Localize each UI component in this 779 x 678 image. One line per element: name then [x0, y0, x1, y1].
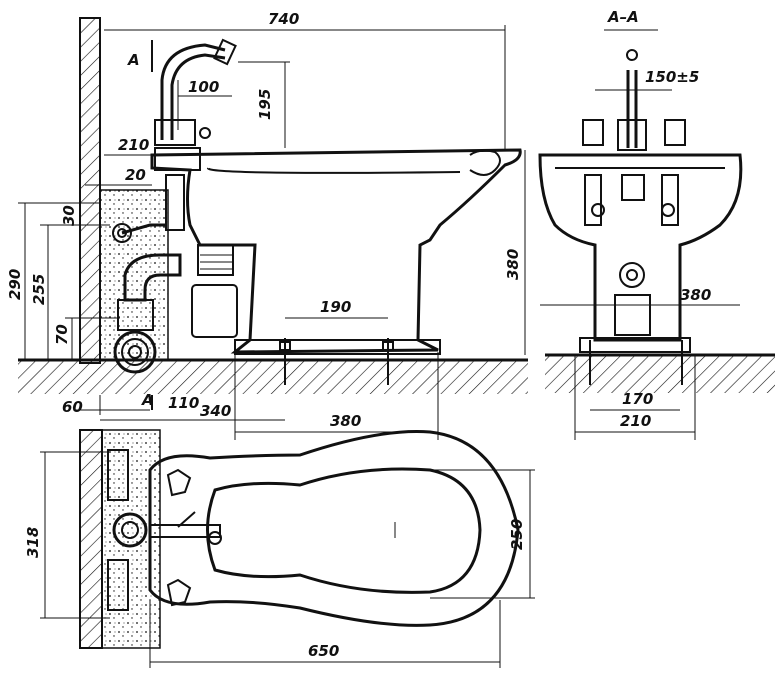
supply-elbow — [123, 253, 182, 302]
dim-30: 30 — [60, 205, 78, 226]
dim-bottom-340: 340 — [200, 402, 231, 420]
dim-base-170: 170 — [622, 390, 653, 408]
plan-view — [79, 429, 520, 649]
dim-height-380: 380 — [504, 249, 522, 280]
dim-spout-height: 195 — [256, 89, 274, 120]
plan-wall-hatch — [79, 429, 103, 649]
section-bowl — [538, 153, 743, 342]
dim-70: 70 — [53, 324, 71, 345]
dim-290: 290 — [6, 269, 24, 300]
section-view-dimensions: 150±5 380 170 210 — [540, 68, 740, 440]
side-view-dimensions: 740 100 195 210 20 30 290 255 70 380 190… — [6, 10, 526, 440]
section-label: A–A — [607, 8, 639, 26]
floor-hatch — [18, 360, 528, 394]
section-view: A–A — [538, 8, 775, 393]
dim-foot-190: 190 — [320, 298, 351, 316]
dim-bottom-380: 380 — [330, 412, 361, 430]
dim-bottom-60: 60 — [62, 398, 83, 416]
bidet-bowl — [150, 148, 522, 354]
dim-valve-spacing: 150±5 — [645, 68, 699, 86]
plan-bowl-outer — [148, 430, 520, 627]
dim-wall-offset: 20 — [125, 166, 146, 184]
wall-hatch — [79, 17, 101, 364]
faucet-spout — [160, 43, 226, 140]
drain-trap — [191, 284, 238, 338]
section-floor-hatch — [545, 355, 775, 393]
dim-plan-250: 250 — [508, 519, 526, 550]
section-mark-bottom: A — [141, 391, 154, 409]
dim-overall-length: 740 — [268, 10, 299, 28]
dim-valve-offset: 210 — [118, 136, 149, 154]
section-mark-top: A — [127, 51, 140, 69]
dim-bottom-110: 110 — [168, 394, 199, 412]
dim-base-210: 210 — [620, 412, 651, 430]
dim-255: 255 — [30, 274, 48, 305]
side-view — [18, 17, 528, 394]
dim-spout-reach: 100 — [188, 78, 219, 96]
drain-outlet — [113, 330, 157, 374]
dim-plan-318: 318 — [24, 527, 42, 558]
plan-bowl-inner — [206, 467, 482, 594]
plan-view-dimensions: 318 250 650 — [24, 451, 535, 668]
dim-bowl-width: 380 — [680, 286, 711, 304]
dim-plan-650: 650 — [308, 642, 339, 660]
